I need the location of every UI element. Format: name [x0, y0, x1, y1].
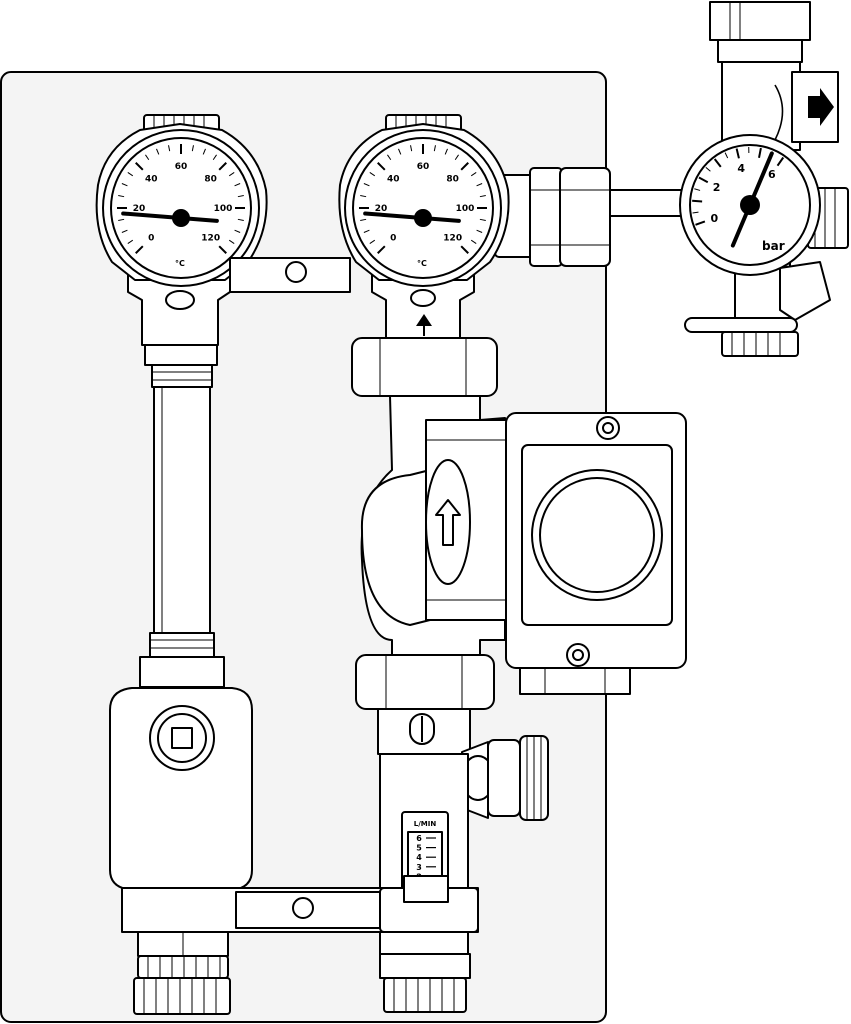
temperature-gauge-right-tick — [387, 154, 392, 161]
temperature-gauge-right-needle — [363, 211, 461, 223]
pressure-gauge-tick — [692, 199, 703, 203]
temperature-gauge-right-tick — [377, 245, 386, 254]
temperature-gauge-right-tick — [460, 162, 469, 171]
flow-meter-label: 4 — [416, 853, 422, 862]
temperature-gauge-right-label: 100 — [456, 204, 475, 214]
pressure-gauge-tick — [758, 147, 762, 159]
pressure-gauge-tick — [705, 167, 711, 172]
temperature-gauge-left-tick — [234, 183, 241, 187]
temperature-gauge-left-tick — [168, 145, 171, 152]
temperature-gauge-right-tick — [377, 162, 386, 171]
temperature-gauge-left-label: 20 — [133, 204, 146, 214]
temperature-gauge-left-tick — [234, 229, 241, 233]
pressure-gauge-tick — [695, 220, 706, 226]
flow-meter-label: 5 — [416, 844, 422, 853]
bottom-bracket — [121, 875, 479, 933]
temperature-gauge-left-tick — [135, 162, 144, 171]
pressure-gauge-tick — [713, 158, 722, 168]
temperature-gauge-right-tick — [363, 183, 370, 187]
flow-meter-label: 3 — [416, 863, 422, 872]
pressure-gauge: 0 2 4 6 bar — [679, 134, 821, 276]
temperature-gauge-right-tick — [476, 183, 483, 187]
temperature-gauge-left-tick — [228, 172, 235, 177]
temperature-gauge-left-tick — [156, 148, 160, 155]
temperature-gauge-left-label: 60 — [175, 162, 188, 172]
temperature-gauge-left-unit: °C — [175, 259, 185, 268]
temperature-gauge-left-tick — [218, 162, 227, 171]
temperature-gauge-right-tick — [454, 154, 459, 161]
pressure-gauge-unit: bar — [762, 239, 785, 253]
temperature-gauge-right: 0 20 40 60 80 100 120 °C — [338, 123, 510, 287]
temperature-gauge-left-tick — [127, 239, 134, 244]
temperature-gauge-right-tick — [398, 148, 402, 155]
temperature-gauge-right-tick — [369, 239, 376, 244]
pressure-gauge-label: 2 — [713, 181, 721, 194]
temperature-gauge-left-tick — [212, 154, 217, 161]
temperature-gauge-left-tick — [118, 218, 125, 221]
pressure-gauge-label: 0 — [710, 212, 718, 225]
pressure-gauge-tick — [692, 211, 699, 214]
right-column: L/MIN 654321 — [351, 114, 687, 1013]
temperature-gauge-left-tick — [118, 195, 125, 198]
temperature-gauge-left-label: 80 — [204, 174, 217, 184]
temperature-gauge-left: 0 20 40 60 80 100 120 °C — [95, 123, 268, 287]
temperature-gauge-right-unit: °C — [417, 259, 427, 268]
temperature-gauge-left-tick — [237, 218, 244, 221]
left-bottom-thread — [133, 977, 231, 1015]
temperature-gauge-left-tick — [121, 183, 128, 187]
pressure-gauge-tick — [698, 176, 709, 184]
temperature-gauge-right-tick — [360, 218, 367, 221]
pressure-gauge-tick — [735, 148, 740, 159]
temperature-gauge-right-tick — [410, 145, 413, 152]
temperature-gauge-right-label: 60 — [417, 162, 430, 172]
temperature-gauge-right-label: 0 — [390, 234, 396, 244]
top-bracket — [229, 257, 351, 293]
temperature-gauge-left-label: 120 — [201, 234, 220, 244]
pressure-gauge-tick — [694, 188, 701, 191]
temperature-gauge-right-label: 80 — [446, 174, 459, 184]
temperature-gauge-right-tick — [470, 239, 477, 244]
pressure-gauge-tick — [776, 156, 785, 167]
temperature-gauge-left-tick — [127, 172, 134, 177]
temperature-gauge-left-tick — [145, 154, 150, 161]
flow-meter-unit: L/MIN — [414, 820, 437, 828]
temperature-gauge-right-tick — [369, 172, 376, 177]
temperature-gauge-right-tick — [479, 218, 486, 221]
pressure-gauge-tick — [724, 152, 729, 159]
temperature-gauge-left-tick — [237, 195, 244, 198]
union-fitting — [494, 167, 611, 267]
pressure-gauge-label: 6 — [768, 168, 776, 181]
temperature-gauge-right-label: 120 — [443, 234, 462, 244]
temperature-gauge-left-tick — [135, 245, 144, 254]
temperature-gauge-right-tick — [479, 195, 486, 198]
temperature-gauge-left-needle — [121, 211, 219, 223]
temperature-gauge-right-tick — [433, 145, 436, 152]
temperature-gauge-left-label: 40 — [145, 174, 158, 184]
temperature-gauge-left-tick — [191, 145, 194, 152]
temperature-gauge-right-tick — [360, 195, 367, 198]
temperature-gauge-right-label: 20 — [375, 204, 388, 214]
temperature-gauge-left-tick — [218, 245, 227, 254]
temperature-gauge-left-label: 100 — [214, 204, 233, 214]
temperature-gauge-right-tick — [460, 245, 469, 254]
temperature-gauge-right-tick — [470, 172, 477, 177]
safety-group — [604, 1, 849, 357]
pressure-gauge-label: 4 — [737, 162, 745, 175]
temperature-gauge-left-tick — [228, 239, 235, 244]
temperature-gauge-left-tick — [202, 148, 206, 155]
temperature-gauge-right-tick — [363, 229, 370, 233]
temperature-gauge-left-tick — [121, 229, 128, 233]
temperature-gauge-right-label: 40 — [387, 174, 400, 184]
flow-meter-label: 6 — [416, 834, 422, 843]
temperature-gauge-right-tick — [476, 229, 483, 233]
temperature-gauge-left-label: 0 — [148, 234, 154, 244]
temperature-gauge-right-tick — [444, 148, 448, 155]
